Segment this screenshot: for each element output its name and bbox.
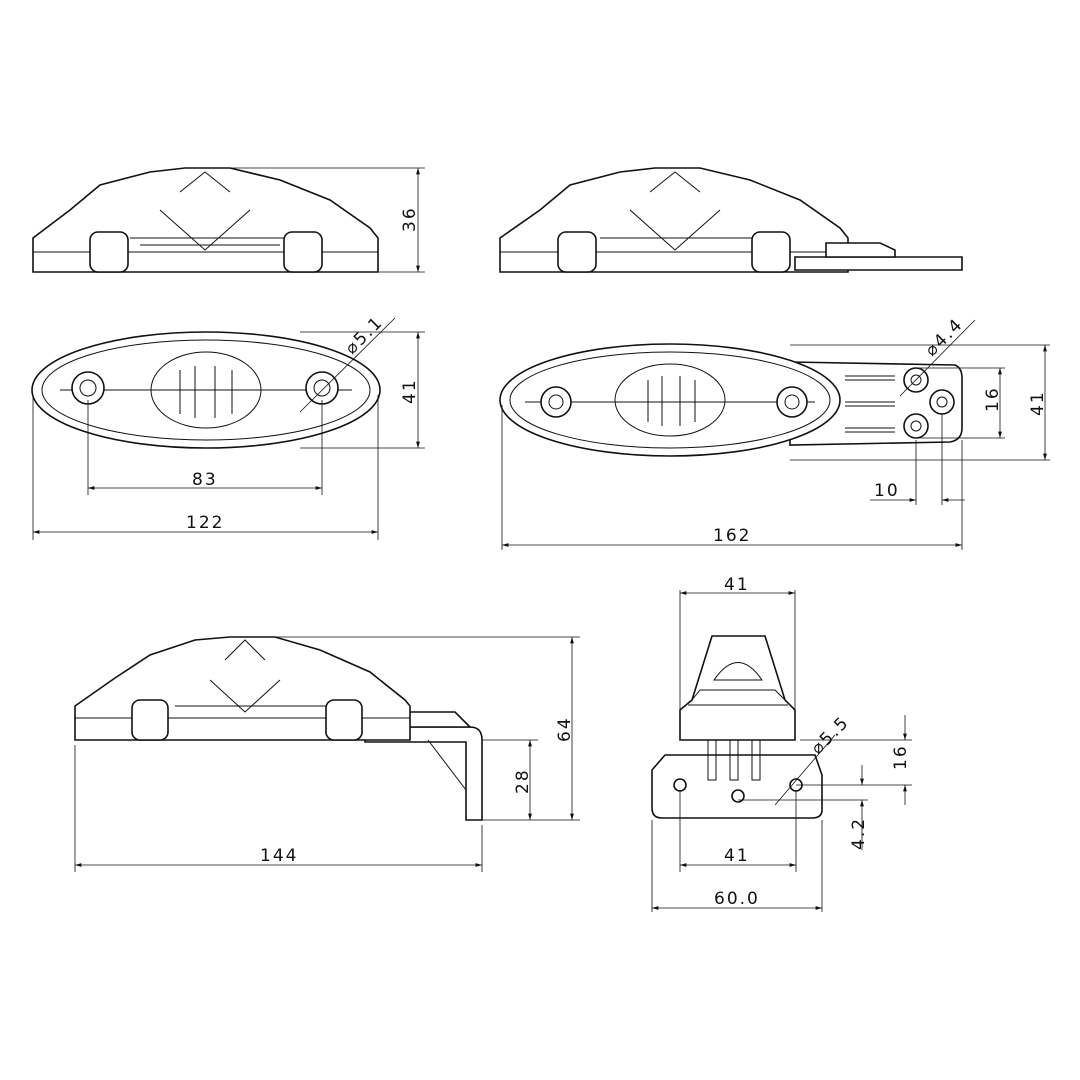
dim-offset-4-2: 4.2 <box>849 817 869 850</box>
top-view-a: ⌀5.1 41 83 122 <box>31 312 425 540</box>
side-view-b <box>499 167 963 273</box>
dim-height-64: 64 <box>555 716 575 742</box>
dim-offset-10: 10 <box>874 481 900 501</box>
dim-hole-dia-5-5: ⌀5.5 <box>807 712 853 758</box>
side-view-a: 36 <box>32 167 425 273</box>
end-view: ⌀5.5 41 16 4.2 41 60.0 <box>651 575 912 912</box>
dim-top-width-41: 41 <box>724 575 750 595</box>
dim-bracket-height-28: 28 <box>513 768 533 794</box>
side-view-c: 64 28 144 <box>74 636 580 872</box>
dim-width-41-b: 41 <box>1028 390 1048 416</box>
dim-hole-spacing-83: 83 <box>192 470 218 490</box>
dim-width-41: 41 <box>400 378 420 404</box>
dim-length-144: 144 <box>260 846 298 866</box>
dim-hole-pitch-16: 16 <box>983 386 1003 412</box>
dim-hole-spacing-41: 41 <box>724 846 750 866</box>
dim-height-36: 36 <box>400 206 420 232</box>
dim-hole-dia-4-4: ⌀4.4 <box>921 314 967 360</box>
dim-length-122: 122 <box>186 513 224 533</box>
top-view-b: ⌀4.4 16 41 10 162 <box>499 314 1050 550</box>
dim-length-162: 162 <box>713 526 751 546</box>
dim-hole-pitch-16-b: 16 <box>891 744 911 770</box>
dim-plate-width-60: 60.0 <box>714 889 760 909</box>
dim-hole-dia-5-1: ⌀5.1 <box>341 312 387 358</box>
